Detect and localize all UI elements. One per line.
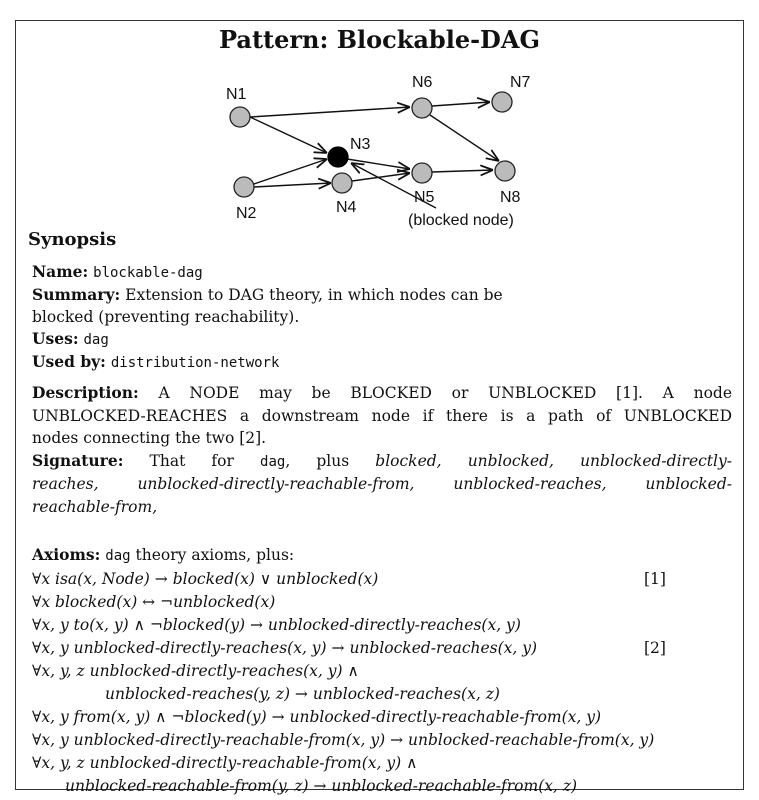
node-n2 bbox=[233, 176, 255, 198]
signature-line-2: reaches, unblocked-directly-reachable-fr… bbox=[32, 475, 732, 493]
axiom-7: ∀x, y unblocked-directly-reachable-from(… bbox=[32, 729, 737, 752]
axiom-8-cont-text: unblocked-reachable-from(y, z) → unblock… bbox=[65, 777, 578, 795]
axiom-1-text: ∀x isa(x, Node) → blocked(x) ∨ unblocked… bbox=[32, 570, 379, 588]
label-n8: N8 bbox=[500, 189, 521, 206]
pattern-frame: Pattern: Blockable-DAG N1 N2 N3 N4 N bbox=[15, 20, 744, 795]
used-by-label: Used by: bbox=[32, 352, 106, 371]
node-n6 bbox=[411, 97, 433, 119]
label-n1: N1 bbox=[226, 86, 247, 103]
axiom-3: ∀x, y to(x, y) ∧ ¬blocked(y) → unblocked… bbox=[32, 614, 737, 637]
axioms-intro-text: theory axioms, plus: bbox=[135, 546, 295, 564]
axioms-label: Axioms: bbox=[32, 545, 101, 564]
axiom-6: ∀x, y from(x, y) ∧ ¬blocked(y) → unblock… bbox=[32, 706, 737, 729]
axiom-4-text: ∀x, y unblocked-directly-reaches(x, y) →… bbox=[32, 639, 538, 657]
edge-n6-n7 bbox=[431, 102, 490, 106]
node-n4 bbox=[331, 172, 353, 194]
blocked-node-annotation: (blocked node) bbox=[408, 212, 514, 229]
axiom-8-cont: unblocked-reachable-from(y, z) → unblock… bbox=[32, 775, 737, 798]
label-n6: N6 bbox=[412, 74, 433, 91]
label-n7: N7 bbox=[510, 74, 531, 91]
signature-label: Signature: bbox=[32, 450, 124, 470]
edge-n5-n8 bbox=[431, 170, 493, 172]
axioms-block: Axioms: dag theory axioms, plus: ∀x isa(… bbox=[32, 543, 737, 798]
signature-line-3: reachable-from, bbox=[32, 497, 158, 516]
signature-terms-1: blocked, unblocked, unblocked-directly- bbox=[375, 451, 732, 470]
summary-row: Summary: Extension to DAG theory, in whi… bbox=[32, 284, 732, 306]
axiom-7-text: ∀x, y unblocked-directly-reachable-from(… bbox=[32, 731, 655, 749]
signature-post: , plus bbox=[285, 451, 350, 470]
page-title: Pattern: Blockable-DAG bbox=[219, 25, 540, 54]
label-n3: N3 bbox=[350, 136, 371, 153]
axiom-6-text: ∀x, y from(x, y) ∧ ¬blocked(y) → unblock… bbox=[32, 708, 602, 726]
edge-n6-n8 bbox=[429, 114, 499, 161]
axioms-dag: dag bbox=[105, 548, 131, 564]
edge-n1-n3 bbox=[249, 116, 327, 153]
summary-line-1: Extension to DAG theory, in which nodes … bbox=[125, 286, 503, 304]
summary-label: Summary: bbox=[32, 285, 121, 304]
node-n8 bbox=[494, 160, 516, 182]
axiom-5-cont: unblocked-reaches(y, z) → unblocked-reac… bbox=[32, 683, 737, 706]
axiom-1-ref: [1] bbox=[644, 570, 666, 588]
node-n3 bbox=[327, 146, 349, 168]
node-n7 bbox=[491, 91, 513, 113]
label-n4: N4 bbox=[336, 199, 357, 216]
dag-diagram: N1 N2 N3 N4 N5 N6 N7 N8 (blocked node) bbox=[226, 74, 531, 229]
node-n1 bbox=[229, 106, 251, 128]
axiom-3-text: ∀x, y to(x, y) ∧ ¬blocked(y) → unblocked… bbox=[32, 616, 521, 634]
signature-line-1: Signature: That for dag, plus blocked, u… bbox=[32, 450, 732, 474]
axiom-4: ∀x, y unblocked-directly-reaches(x, y) →… bbox=[32, 637, 737, 660]
axiom-5: ∀x, y, z unblocked-directly-reaches(x, y… bbox=[32, 660, 737, 683]
axiom-4-ref: [2] bbox=[644, 639, 666, 657]
description-line-1: Description: A NODE may be BLOCKED or UN… bbox=[32, 382, 732, 405]
axioms-intro: Axioms: dag theory axioms, plus: bbox=[32, 543, 737, 568]
edge-n2-n4 bbox=[253, 183, 331, 187]
label-n5: N5 bbox=[414, 189, 435, 206]
axiom-2-text: ∀x blocked(x) ↔ ¬unblocked(x) bbox=[32, 593, 276, 611]
name-value: blockable-dag bbox=[93, 265, 203, 281]
axiom-2: ∀x blocked(x) ↔ ¬unblocked(x) bbox=[32, 591, 737, 614]
axiom-5-text: ∀x, y, z unblocked-directly-reaches(x, y… bbox=[32, 662, 359, 680]
description-block: Description: A NODE may be BLOCKED or UN… bbox=[32, 382, 732, 518]
summary-line-2: blocked (preventing reachability). bbox=[32, 308, 300, 326]
description-line-2: UNBLOCKED-REACHES a downstream node if t… bbox=[32, 406, 732, 425]
name-label: Name: bbox=[32, 262, 89, 281]
edge-n2-n3 bbox=[253, 159, 327, 185]
synopsis-heading: Synopsis bbox=[28, 229, 117, 250]
uses-value: dag bbox=[83, 332, 109, 348]
description-line-3: nodes connecting the two [2]. bbox=[32, 429, 267, 447]
axiom-5-cont-text: unblocked-reaches(y, z) → unblocked-reac… bbox=[105, 685, 500, 703]
name-row: Name: blockable-dag bbox=[32, 261, 732, 284]
uses-row: Uses: dag bbox=[32, 328, 732, 351]
edge-n4-n5 bbox=[351, 173, 410, 182]
annotation-pointer bbox=[351, 163, 437, 209]
signature-dag: dag bbox=[260, 453, 286, 470]
axiom-8-text: ∀x, y, z unblocked-directly-reachable-fr… bbox=[32, 754, 418, 772]
description-label: Description: bbox=[32, 383, 139, 402]
edge-n3-n5 bbox=[346, 158, 410, 169]
signature-pre: That for bbox=[149, 451, 234, 470]
label-n2: N2 bbox=[236, 205, 257, 222]
synopsis-fields: Name: blockable-dag Summary: Extension t… bbox=[32, 261, 732, 374]
edge-n1-n6 bbox=[249, 107, 410, 118]
node-n5 bbox=[411, 162, 433, 184]
description-text-1: A NODE may be BLOCKED or UNBLOCKED [1]. … bbox=[158, 384, 732, 402]
used-by-row: Used by: distribution-network bbox=[32, 351, 732, 374]
axiom-8: ∀x, y, z unblocked-directly-reachable-fr… bbox=[32, 752, 737, 775]
axiom-1: ∀x isa(x, Node) → blocked(x) ∨ unblocked… bbox=[32, 568, 737, 591]
used-by-value: distribution-network bbox=[110, 355, 280, 371]
uses-label: Uses: bbox=[32, 329, 79, 348]
